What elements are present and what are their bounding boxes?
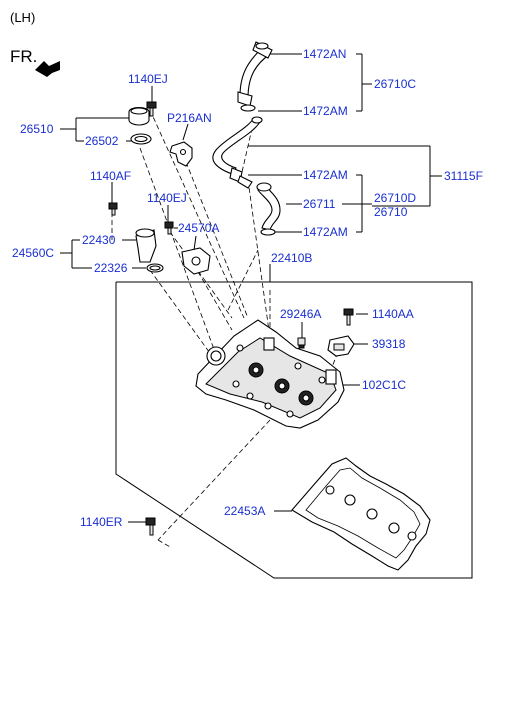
label-1140ej-middle: 1140EJ [147, 191, 187, 205]
label-31115f: 31115F [444, 169, 483, 183]
leader-lines [60, 53, 473, 579]
label-29246a: 29246A [280, 307, 321, 321]
label-1140er: 1140ER [80, 515, 123, 529]
breather-pipe [212, 116, 263, 183]
bolt-1140er [145, 517, 156, 536]
bolt-1140ej-top [146, 101, 157, 117]
label-39318: 39318 [372, 337, 406, 351]
label-1140aa: 1140AA [372, 307, 414, 321]
label-1140ej-top: 1140EJ [128, 72, 168, 86]
oil-pipe-22430 [135, 228, 157, 263]
label-1472an: 1472AN [303, 47, 346, 61]
o-ring-22326 [146, 263, 164, 273]
label-1140af: 1140AF [90, 169, 131, 183]
label-26710d: 26710D [374, 191, 416, 205]
label-22430: 22430 [82, 233, 116, 247]
label-24570a: 24570A [178, 221, 219, 235]
label-26510: 26510 [20, 122, 54, 136]
label-1472am-top: 1472AM [303, 104, 348, 118]
sensor-39318 [327, 335, 355, 357]
label-1472am-bottom: 1472AM [303, 225, 348, 239]
label-26710: 26710 [374, 205, 408, 219]
label-1472am-middle: 1472AM [303, 168, 348, 182]
bolt-1140aa [343, 308, 354, 326]
label-24560c: 24560C [12, 246, 54, 260]
bolt-1140af [108, 202, 118, 216]
front-marker-label: FR. [10, 47, 37, 66]
head-cover-gasket [291, 457, 431, 571]
cylinder-head-cover [195, 319, 345, 429]
pcv-hose-upper [237, 41, 273, 112]
plug-29246a [297, 337, 306, 349]
part-labels: 1472AN 26710C 1472AM 1140EJ 26510 26502 … [12, 47, 483, 529]
label-22453a: 22453A [224, 504, 265, 518]
pcv-hose-lower [237, 175, 281, 236]
assembly-dashed-lines [111, 109, 339, 549]
bolt-1140ej-middle [164, 221, 174, 235]
label-22326: 22326 [94, 261, 128, 275]
label-22410b: 22410B [271, 251, 312, 265]
label-26711: 26711 [303, 197, 336, 211]
front-arrow-icon [35, 61, 60, 77]
label-26502: 26502 [85, 134, 119, 148]
label-p216an: P216AN [167, 111, 212, 125]
label-26710c: 26710C [374, 77, 416, 91]
bracket-24570a [181, 247, 211, 275]
label-102c1c: 102C1C [362, 378, 406, 392]
side-label: (LH) [10, 10, 35, 25]
oil-filler-cap [128, 106, 152, 145]
bracket-p216an [169, 141, 193, 167]
